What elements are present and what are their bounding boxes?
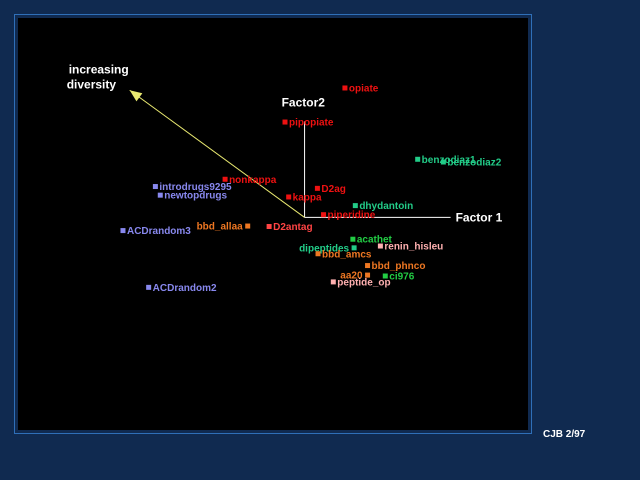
point-marker-acathet	[350, 236, 356, 242]
point-marker-ACDrandom2	[146, 284, 152, 290]
point-label-introdrugs9295: introdrugs9295	[159, 182, 232, 193]
point-marker-introdrugs9295	[152, 184, 158, 190]
point-label-kappa: kappa	[293, 192, 322, 203]
point-label-opiate: opiate	[349, 83, 379, 94]
point-label-bbd_allaa: bbd_allaa	[197, 222, 244, 233]
point-marker-bbd_amcs	[315, 251, 321, 257]
point-marker-aa20	[365, 272, 371, 278]
diversity-arrow-line	[129, 89, 305, 218]
point-label-ACDrandom2: ACDrandom2	[153, 283, 217, 294]
point-marker-opiate	[342, 85, 348, 91]
point-marker-pipopiate	[282, 119, 288, 125]
point-label-dipeptides: dipeptides	[299, 243, 349, 254]
scatter-plot: Factor 1 Factor2 increasing diversity op…	[67, 62, 503, 294]
point-label-renin_hisleu: renin_hisleu	[384, 242, 443, 253]
point-label-nonkappa: nonkappa	[229, 175, 277, 186]
point-label-ci976: ci976	[389, 272, 414, 283]
point-label-aa20: aa20	[340, 271, 363, 282]
point-marker-piperidine	[321, 212, 327, 218]
point-label-newtopdrugs: newtopdrugs	[164, 191, 227, 202]
point-label-ACDrandom3: ACDrandom3	[127, 226, 191, 237]
point-marker-newtopdrugs	[157, 192, 163, 198]
point-marker-benzodiaz1	[415, 156, 421, 162]
point-label-bbd_phnco: bbd_phnco	[372, 261, 426, 272]
point-label-acathet: acathet	[357, 235, 393, 246]
point-marker-bbd_phnco	[365, 263, 371, 269]
diversity-label-line1: increasing	[69, 62, 129, 76]
point-label-peptide_op: peptide_op	[337, 277, 390, 288]
point-marker-ci976	[382, 273, 388, 279]
point-marker-renin_hisleu	[377, 243, 383, 249]
point-label-D2antag: D2antag	[273, 222, 312, 233]
diversity-arrow-head	[129, 90, 143, 102]
point-label-pipopiate: pipopiate	[289, 118, 334, 129]
x-axis-label: Factor 1	[456, 210, 503, 224]
point-marker-benzodiaz2	[440, 159, 446, 165]
point-marker-nonkappa	[222, 176, 228, 182]
point-marker-bbd_allaa	[245, 223, 251, 229]
point-marker-dipeptides	[351, 245, 357, 251]
point-marker-ACDrandom3	[120, 228, 126, 234]
point-label-benzodiaz1: benzodiaz1	[422, 155, 476, 166]
point-marker-peptide_op	[330, 279, 336, 285]
point-label-dhydantoin: dhydantoin	[359, 201, 413, 212]
point-label-bbd_amcs: bbd_amcs	[322, 249, 372, 260]
point-marker-dhydantoin	[352, 203, 358, 209]
credit-text: CJB 2/97	[543, 429, 586, 440]
point-marker-kappa	[286, 194, 292, 200]
diversity-label-line2: diversity	[67, 77, 117, 91]
point-label-D2ag: D2ag	[321, 184, 345, 195]
point-label-piperidine: piperidine	[328, 210, 376, 221]
y-axis-label: Factor2	[282, 95, 326, 109]
chart-area: Factor 1 Factor2 increasing diversity op…	[18, 18, 528, 430]
slide-frame	[14, 14, 532, 434]
point-marker-D2ag	[314, 185, 320, 191]
point-marker-D2antag	[266, 224, 272, 229]
point-label-benzodiaz2: benzodiaz2	[447, 158, 501, 169]
